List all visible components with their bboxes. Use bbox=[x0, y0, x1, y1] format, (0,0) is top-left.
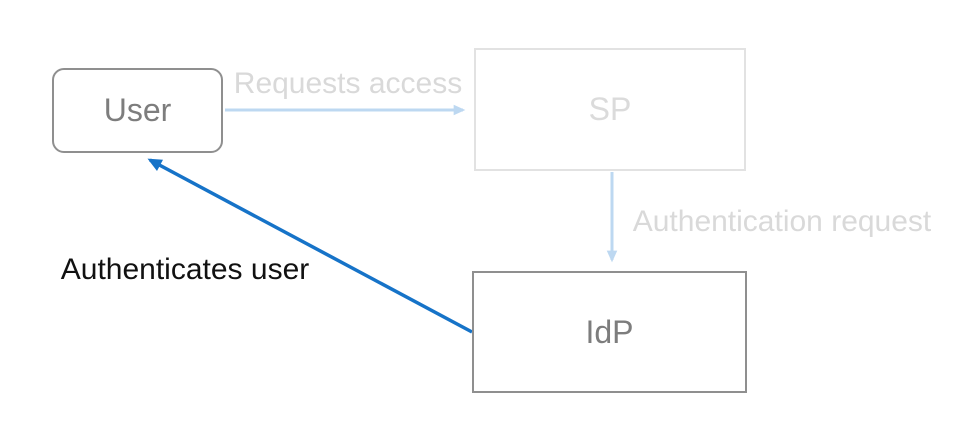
node-idp: IdP bbox=[472, 271, 747, 393]
node-sp: SP bbox=[474, 48, 746, 171]
node-sp-label: SP bbox=[588, 91, 632, 127]
node-idp-label: IdP bbox=[585, 313, 634, 350]
edge-label-authenticates-user: Authenticates user bbox=[60, 253, 310, 286]
edge-authenticates-user bbox=[147, 158, 473, 334]
node-user: User bbox=[52, 68, 223, 153]
edge-label-requests-access: Requests access bbox=[233, 67, 463, 100]
node-user-label: User bbox=[103, 92, 172, 128]
edge-label-authentication-request: Authentication request bbox=[632, 205, 932, 238]
